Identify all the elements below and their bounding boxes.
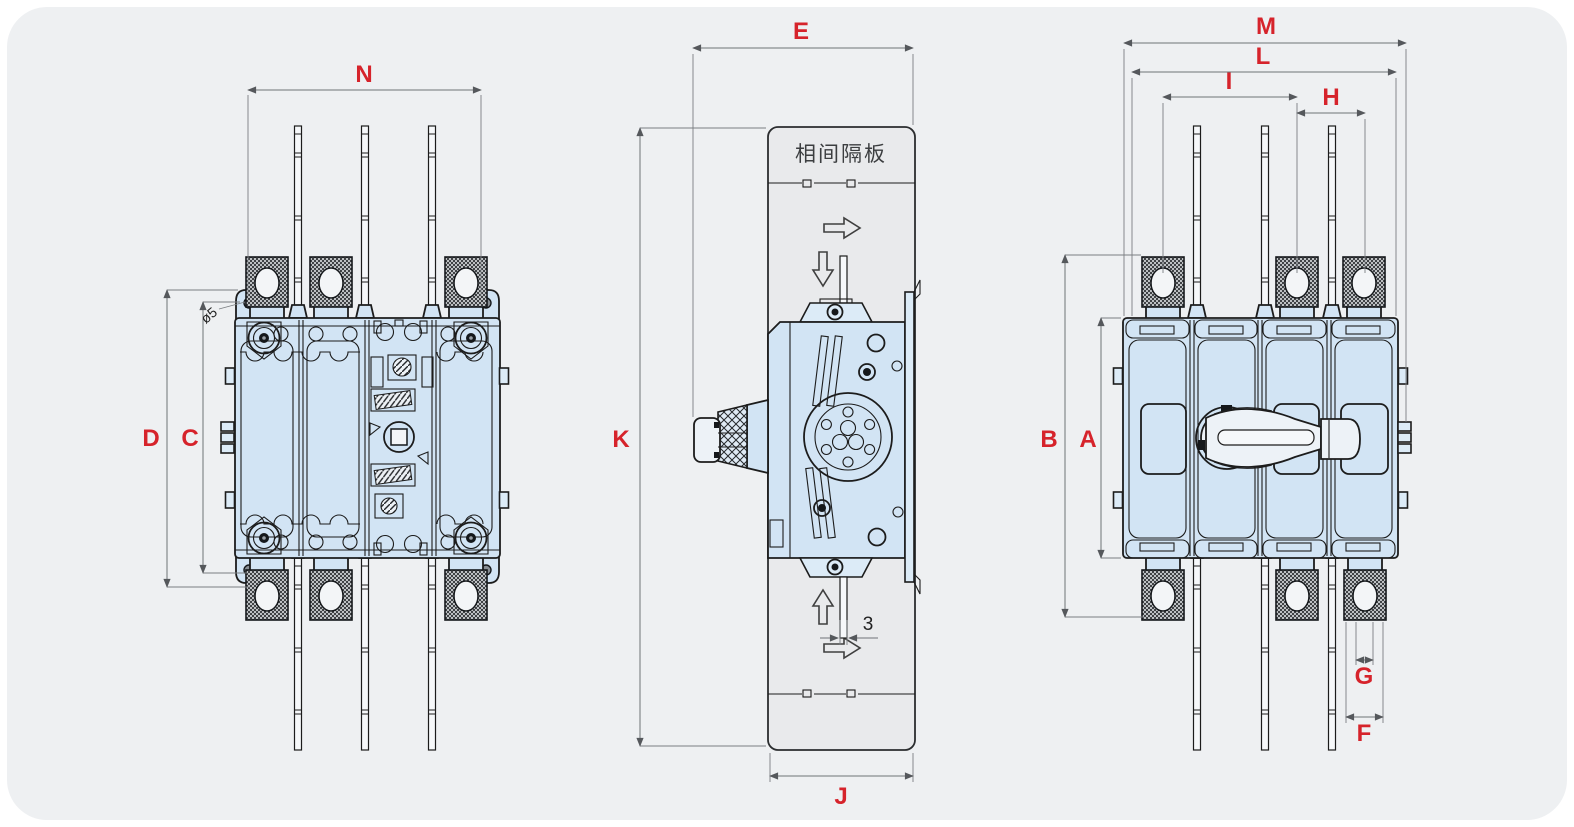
- side-connector: [220, 421, 235, 454]
- dim-label-m: M: [1256, 13, 1276, 40]
- dimension-L: L: [1131, 43, 1397, 316]
- dimension-J: J: [769, 753, 914, 810]
- blade-guide: [1187, 304, 1207, 319]
- switch-blade: [427, 125, 437, 319]
- blade-guide: [288, 304, 308, 319]
- dimension-C: C: [181, 301, 247, 574]
- rear-mounting-plate: [904, 279, 921, 595]
- top-mounting-bracket: [798, 298, 874, 323]
- dim-label-j: J: [834, 783, 847, 810]
- drive-mechanism: [803, 392, 893, 482]
- operating-handle: [1195, 405, 1361, 470]
- dimension-K: K: [612, 127, 766, 747]
- terminal-lug: [1141, 569, 1185, 621]
- dim-label-b: B: [1040, 426, 1057, 453]
- dimension-I: I: [1162, 68, 1298, 273]
- terminal-lug: [245, 256, 289, 308]
- side-connector: [1397, 421, 1412, 454]
- dim-label-g: G: [1355, 663, 1374, 690]
- switch-blade: [1260, 125, 1270, 319]
- panel-fold-lines: [768, 179, 915, 698]
- switch-blade: [1192, 557, 1202, 751]
- side-tab: [224, 367, 236, 385]
- switch-blade: [427, 557, 437, 751]
- partition-label: 相间隔板: [795, 143, 887, 166]
- dim-label-e: E: [793, 18, 809, 45]
- dimension-G: G: [1355, 622, 1374, 690]
- pole-recess: [1140, 403, 1187, 475]
- dim-label-h: H: [1322, 84, 1339, 111]
- switch-blade: [293, 125, 303, 319]
- handle-slot: [1217, 429, 1315, 446]
- switch-blade: [1192, 125, 1202, 319]
- dimension-D: D: [142, 289, 250, 588]
- side-tab: [498, 491, 510, 509]
- terminal-lug: [1343, 569, 1387, 621]
- side-tab: [224, 491, 236, 509]
- pole-dividers: [298, 320, 437, 556]
- blade-rod-bottom: [839, 576, 848, 639]
- front-view: M L I H B A G: [1040, 13, 1412, 751]
- terminal-lug: [1275, 569, 1319, 621]
- terminal-lug: [444, 569, 488, 621]
- dim-label-a: A: [1079, 426, 1096, 453]
- pole-caps: [1125, 319, 1396, 559]
- switch-blade: [1327, 125, 1337, 319]
- terminal-lug: [309, 569, 353, 621]
- side-tab: [1112, 367, 1124, 385]
- dimension-N: N: [247, 61, 482, 296]
- back-view: N D C ø5: [142, 61, 510, 751]
- dim-label-n: N: [355, 61, 372, 88]
- dim-label-d: D: [142, 425, 159, 452]
- blade-guide: [1322, 304, 1342, 319]
- dim-label-k: K: [612, 426, 630, 453]
- blade-guide: [1255, 304, 1275, 319]
- switch-blade: [360, 557, 370, 751]
- dimension-F: F: [1345, 622, 1384, 747]
- switch-blade: [1260, 557, 1270, 751]
- dim-label-c: C: [181, 425, 198, 452]
- dim-label-l: L: [1256, 43, 1271, 70]
- side-view: 相间隔板: [612, 18, 921, 810]
- dimension-B: B: [1040, 254, 1144, 618]
- switch-blade: [360, 125, 370, 319]
- switch-body-side: [767, 321, 906, 559]
- dim-label-i: I: [1226, 68, 1233, 95]
- terminal-lug: [245, 569, 289, 621]
- shaft-knob: [693, 417, 721, 463]
- side-tab: [1397, 491, 1409, 509]
- dimension-blade-thickness: 3: [820, 614, 878, 645]
- side-tab: [498, 367, 510, 385]
- dim-label-3: 3: [863, 614, 874, 635]
- dim-label-f: F: [1357, 720, 1372, 747]
- switch-blade: [1327, 557, 1337, 751]
- mechanism-pole: [369, 319, 434, 556]
- dimension-A: A: [1079, 317, 1121, 559]
- side-tab: [1112, 491, 1124, 509]
- operating-shaft: [693, 398, 769, 475]
- blade-guide: [422, 304, 442, 319]
- dimension-E: E: [692, 18, 914, 417]
- terminal-lug: [309, 256, 353, 308]
- switch-blade: [293, 557, 303, 751]
- blade-guide: [355, 304, 375, 319]
- dimension-M: M: [1123, 13, 1407, 422]
- handle-grip: [1320, 418, 1361, 460]
- terminal-lug: [1342, 256, 1386, 308]
- moulding-top: [240, 326, 484, 362]
- bottom-mounting-bracket: [798, 557, 874, 578]
- switch-body-back: [234, 317, 501, 559]
- dimension-H: H: [1296, 84, 1366, 273]
